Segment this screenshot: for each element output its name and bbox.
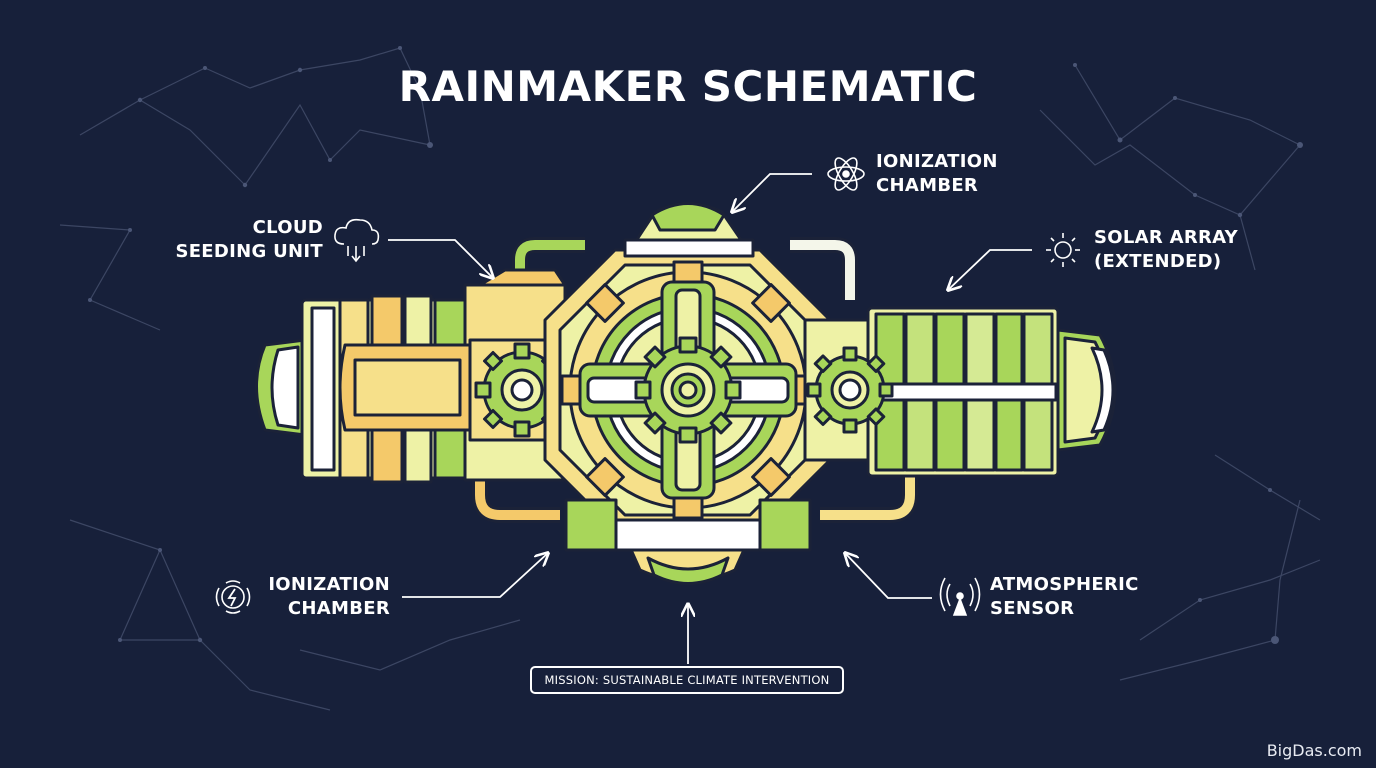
label-solar-array: SOLAR ARRAY (EXTENDED) (1094, 226, 1238, 274)
pipes (472, 237, 918, 523)
label-atmospheric-sensor: ATMOSPHERIC SENSOR (990, 573, 1139, 621)
rainmaker-machine (255, 202, 1117, 585)
solar-panels (868, 312, 1058, 472)
label-line: IONIZATION (268, 574, 390, 595)
cloud-rain-icon (334, 218, 380, 263)
site-credit: BigDas.com (1266, 741, 1362, 760)
right-gear (806, 346, 894, 434)
callout-arrows (388, 173, 1032, 664)
label-line: SEEDING UNIT (175, 241, 323, 262)
constellation-stars (88, 46, 1303, 644)
arrow-solar-array (948, 249, 1032, 290)
label-line: SOLAR ARRAY (1094, 227, 1238, 248)
label-line: SENSOR (990, 598, 1075, 619)
arrow-ionization-bottom (402, 553, 548, 598)
label-line: IONIZATION (876, 151, 998, 172)
lightning-icon (215, 580, 251, 614)
sun-icon (1046, 233, 1080, 267)
antenna-icon (939, 577, 981, 616)
label-line: CHAMBER (876, 175, 979, 196)
arrow-atmospheric-sensor (845, 553, 932, 599)
mission-statement-box: MISSION: SUSTAINABLE CLIMATE INTERVENTIO… (530, 666, 844, 694)
arrow-ionization-top (732, 173, 812, 212)
label-cloud-seeding-unit: CLOUD SEEDING UNIT (160, 216, 323, 264)
label-line: CLOUD (252, 217, 323, 238)
page-title: RAINMAKER SCHEMATIC (398, 62, 978, 111)
label-line: ATMOSPHERIC (990, 574, 1139, 595)
label-ionization-chamber-top: IONIZATION CHAMBER (876, 150, 998, 198)
arrow-cloud-seeding (388, 239, 493, 278)
label-ionization-chamber-bottom: IONIZATION CHAMBER (262, 573, 390, 621)
central-gear (634, 336, 742, 444)
atom-icon (827, 157, 865, 191)
label-line: (EXTENDED) (1094, 251, 1222, 272)
label-line: CHAMBER (287, 598, 390, 619)
